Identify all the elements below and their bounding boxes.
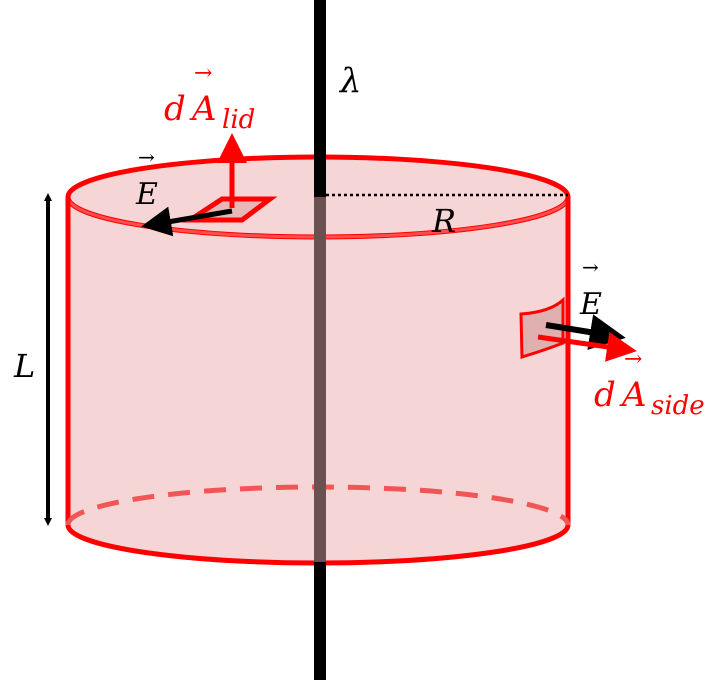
lid-area-label-sub: lid (222, 105, 255, 135)
radius-label: R (431, 202, 456, 240)
side-area-label-sub: side (651, 391, 705, 421)
lid-field-arrow-accent: → (138, 145, 155, 169)
lid-area-label-d: d (164, 89, 186, 129)
side-area-label-A: A (619, 375, 647, 415)
side-area-arrow-accent: → (624, 347, 642, 372)
side-area-vector (537, 332, 637, 362)
side-area-label-d: d (594, 375, 616, 415)
side-field-arrow-accent: → (582, 255, 599, 279)
lid-field-label: E (135, 177, 158, 212)
side-field-label: E (579, 287, 602, 322)
line-charge-label: λ (338, 61, 362, 101)
lid-area-label-A: A (189, 89, 217, 129)
lid-field-vector (141, 206, 233, 237)
length-label: L (13, 347, 35, 385)
side-field-vector (545, 314, 626, 350)
lid-area-arrow-accent: → (194, 61, 212, 86)
